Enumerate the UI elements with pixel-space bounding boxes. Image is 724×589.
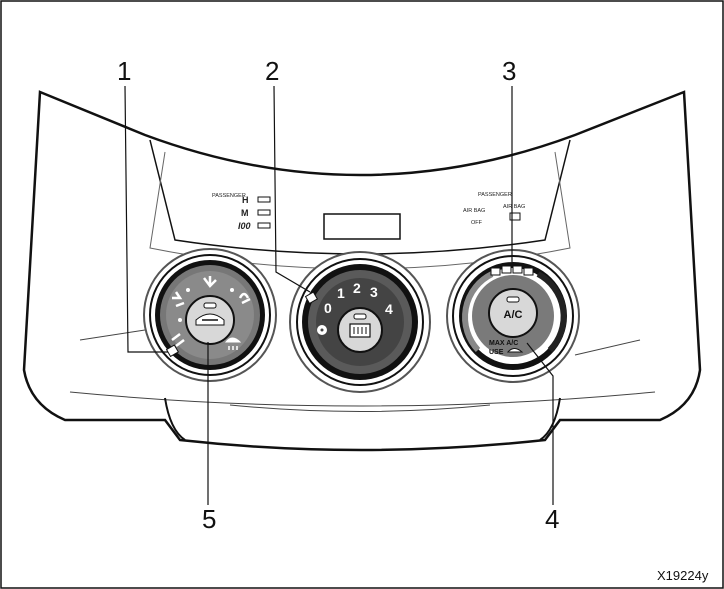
heater-led-high [257,196,271,203]
panel-crease-left [79,329,146,341]
callout-3: 3 [502,56,516,86]
recirculation-icon [506,348,524,353]
panel-crease-right [574,339,641,356]
fan-icon [317,325,327,335]
ac-button[interactable] [488,288,538,338]
rear-defogger-indicator-lamp [353,313,367,320]
leader-line-4 [526,342,554,505]
figure-code: X19224y [657,568,709,583]
fan-speed-dial[interactable]: 0 1 2 3 4 [289,251,431,393]
heater-led-medium [257,209,271,216]
max-ac-use-label: USE [489,349,504,356]
passenger-heater-label: PASSENGER [212,193,246,199]
fan-speed-0-label: 0 [324,300,332,316]
airbag-on-label: AIR BAG [503,204,525,210]
panel-foot-left [164,397,186,441]
pointer-marker-1 [165,344,180,358]
face-icon [171,333,185,347]
airbag-off-sub-label: OFF [471,220,483,226]
max-ac-label: MAX A/C [489,340,518,347]
panel-bottom-groove [229,404,491,412]
leader-line-2 [273,85,311,293]
heater-level-low-label: I00 [238,221,251,231]
bi-level-icon [172,291,185,308]
heater-level-high-label: H [242,195,249,205]
callout-2: 2 [265,56,279,86]
airbag-heading: PASSENGER [478,192,512,198]
fan-speed-2-label: 2 [353,280,361,296]
mode-dial-indicator-lamp [203,302,217,309]
feet-defroster-icon [238,292,251,305]
center-display [323,213,401,240]
temperature-dial[interactable]: A/C MAX A/C USE [446,249,580,383]
rear-defogger-icon [349,323,371,338]
mode-dial[interactable] [143,248,277,382]
ac-button-label: A/C [504,309,523,321]
callout-1: 1 [117,56,131,86]
airbag-off-label: AIR BAG [463,208,485,214]
temperature-scale-cool [462,271,494,353]
fan-speed-4-label: 4 [385,301,393,317]
heater-level-medium-label: M [241,208,249,218]
panel-lower-edge [69,391,656,407]
pointer-marker-2 [304,291,319,305]
fan-speed-1-label: 1 [337,285,345,301]
temperature-scale-warm [536,271,567,353]
defroster-icon [224,337,242,350]
air-intake-icon [195,313,225,326]
feet-icon [203,276,217,288]
heater-led-low [257,222,271,229]
leader-line-1 [124,85,168,353]
airbag-icon [509,212,521,221]
ac-indicator-lamp [506,296,520,303]
fan-speed-3-label: 3 [370,284,378,300]
callout-4: 4 [545,504,559,534]
callout-5: 5 [202,504,216,534]
